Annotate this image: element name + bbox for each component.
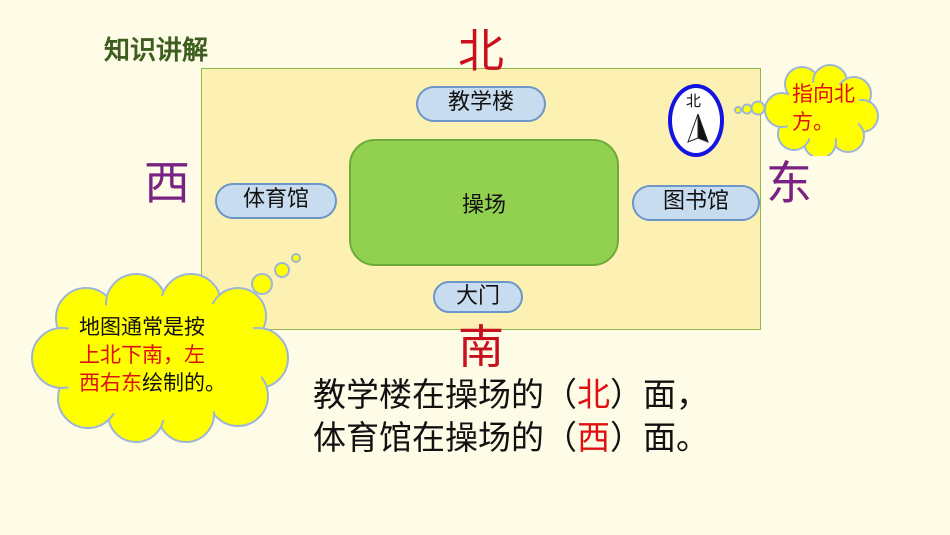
question-2: 体育馆在操场的（西）面。 <box>313 418 709 458</box>
callout-north-hint: 指向北方。 <box>792 82 855 134</box>
question-1-after: ）面， <box>610 375 709 414</box>
compass-north-label: 北 <box>686 92 702 110</box>
thought-bubble-right <box>734 64 879 156</box>
direction-west: 西 <box>144 156 190 210</box>
question-1-answer: 北 <box>577 375 610 414</box>
section-title: 知识讲解 <box>104 36 209 66</box>
callout-line-2: 上北下南，左 <box>79 343 205 367</box>
teaching-building-label: 教学楼 <box>416 86 546 122</box>
callout-line-3-red: 西右东 <box>79 371 142 395</box>
gymnasium-label: 体育馆 <box>215 183 337 219</box>
question-1: 教学楼在操场的（北）面， <box>313 375 709 415</box>
playground: 操场 <box>349 139 619 266</box>
callout-line-3-rest: 绘制的。 <box>142 371 226 395</box>
question-1-before: 教学楼在操场的（ <box>313 375 577 414</box>
playground-label: 操场 <box>461 192 506 218</box>
gate-label: 大门 <box>433 281 523 313</box>
callout-map-rule: 地图通常是按 上北下南，左 西右东绘制的。 <box>79 313 259 397</box>
thought-bubble-left <box>31 253 301 443</box>
callout-line-3: 西右东绘制的。 <box>79 369 259 397</box>
direction-east: 东 <box>766 156 812 210</box>
question-2-before: 体育馆在操场的（ <box>313 418 577 457</box>
question-2-answer: 西 <box>577 418 610 457</box>
direction-north: 北 <box>458 24 504 78</box>
compass-needle-icon <box>687 113 709 143</box>
direction-south: 南 <box>458 320 504 374</box>
callout-line-1: 地图通常是按 <box>79 315 205 339</box>
question-2-after: ）面。 <box>610 418 709 457</box>
library-label: 图书馆 <box>632 185 760 221</box>
